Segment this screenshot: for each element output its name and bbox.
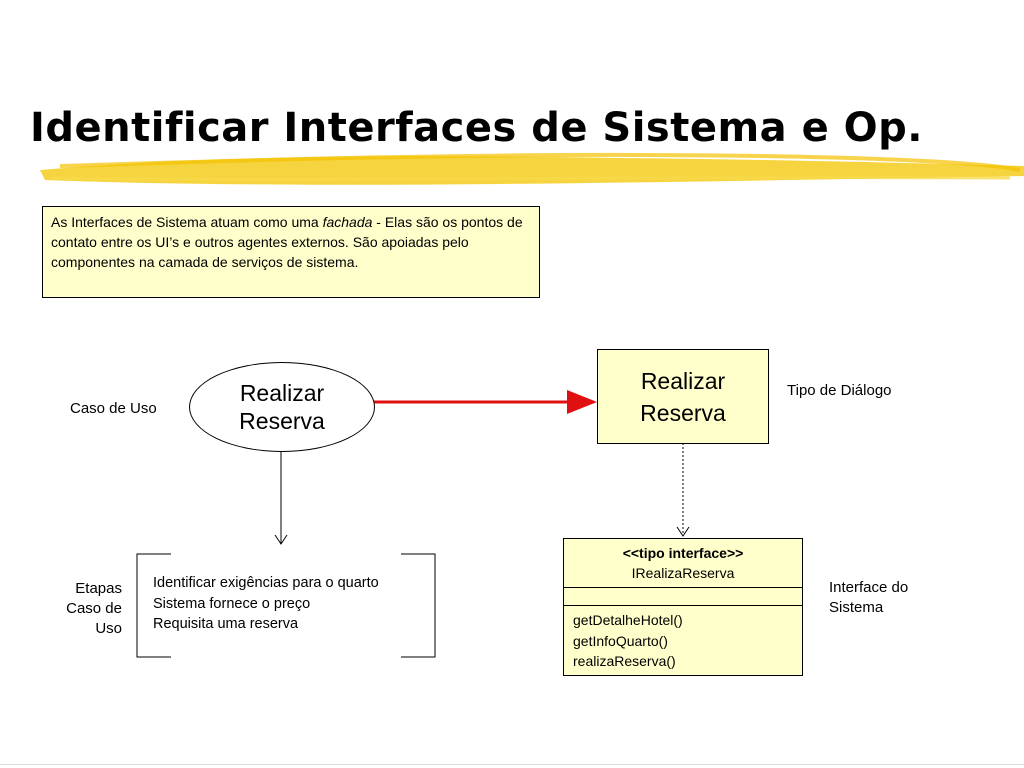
interface-attributes xyxy=(564,588,802,606)
steps-label-line3: Uso xyxy=(95,620,122,637)
use-case-line1: Realizar xyxy=(239,380,325,406)
description-text-1: As Interfaces de Sistema atuam como uma xyxy=(51,214,323,230)
interface-label: Interface do Sistema xyxy=(829,578,908,618)
slide-title: Identificar Interfaces de Sistema e Op. xyxy=(30,105,923,151)
bottom-divider xyxy=(0,764,1024,765)
steps-label: Etapas Caso de Uso xyxy=(52,579,122,639)
use-case-ellipse: Realizar Reserva xyxy=(189,362,375,452)
interface-name: IRealizaReserva xyxy=(631,565,735,581)
interface-stereotype: <<tipo interface>> xyxy=(622,545,744,561)
dialog-box: Realizar Reserva xyxy=(597,349,769,444)
steps-label-line2: Caso de xyxy=(66,600,122,617)
use-case-line2: Reserva xyxy=(239,408,325,434)
dialog-line2: Reserva xyxy=(640,399,726,426)
description-text-2: - Elas são os pontos de contato entre os… xyxy=(51,214,523,270)
interface-method: getDetalheHotel() xyxy=(573,612,683,628)
step-item: Sistema fornece o preço xyxy=(153,595,311,612)
steps-right-bracket xyxy=(401,553,436,658)
interface-class-box: <<tipo interface>> IRealizaReserva getDe… xyxy=(563,538,803,676)
title-highlight xyxy=(40,152,1024,185)
step-item: Requisita uma reserva xyxy=(153,616,299,632)
steps-left-bracket xyxy=(136,553,171,658)
steps-label-line1: Etapas xyxy=(75,580,122,597)
interface-method: getInfoQuarto() xyxy=(573,632,668,649)
steps-list: Identificar exigências para o quarto Sis… xyxy=(153,573,379,635)
description-box: As Interfaces de Sistema atuam como uma … xyxy=(42,206,540,298)
interface-methods: getDetalheHotel() getInfoQuarto() realiz… xyxy=(564,606,802,672)
interface-label-line1: Interface do xyxy=(829,579,909,596)
step-item: Identificar exigências para o quarto xyxy=(153,575,379,591)
dialog-type-label: Tipo de Diálogo xyxy=(787,382,892,399)
interface-method: realizaReserva() xyxy=(573,653,676,669)
interface-label-line2: Sistema xyxy=(829,599,884,616)
description-italic: fachada xyxy=(322,214,373,230)
use-case-label: Caso de Uso xyxy=(70,400,157,417)
dialog-line1: Realizar xyxy=(640,367,726,394)
